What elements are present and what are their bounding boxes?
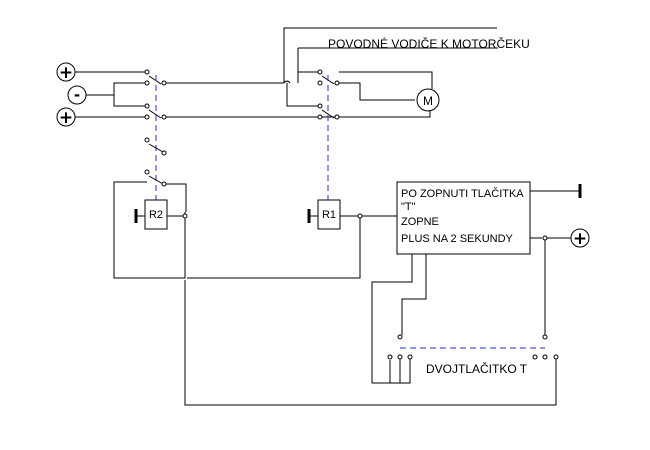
motor-wires-label: POVODNÉ VODIČE K MOTORČEKU [328,36,530,51]
r1-node [357,213,363,219]
timer-text-line-4: PLUS NA 2 SEKUNDY [401,233,514,245]
wire-timer-to-button-a [401,254,427,335]
timer-text-line-1: PO ZOPNUTI TLAČITKA [401,187,524,200]
r2-contact-group [144,69,167,120]
button-left-wires [372,359,411,384]
terminal-plus-top: + [56,62,76,83]
original-wire-2-branch [297,48,320,83]
double-button-t [387,334,559,360]
terminal-plus-right: + [570,228,590,249]
wire-r2-self-hold [113,181,186,279]
original-wire-1 [283,27,497,83]
relay-r1: R1 [317,199,341,230]
terminal-plus-bottom-label: + [59,108,73,128]
terminal-minus: - [67,85,87,105]
wire-r1-to-motor-bottom [339,110,431,118]
motor: M [416,88,440,112]
wire-timer-to-button-b [371,254,413,384]
motor-label: M [423,94,433,108]
wire-button-return [184,280,557,406]
timer-text-line-3: ZOPNE [401,216,439,228]
wire-crossing-hop [283,80,291,84]
terminal-plus-right-label: + [573,229,587,249]
r2-aux-contacts [144,137,167,187]
wire-r1-return [187,218,361,279]
r2-node [182,213,188,219]
relay-r1-label: R1 [322,209,336,221]
relay-r2-label: R2 [149,209,163,221]
double-button-label: DVOJTLAČITKO T [426,361,528,376]
wire-to-r1-lower [286,83,318,107]
wire-r2-contact-to-coil [166,183,187,212]
timer-module: PO ZOPNUTI TLAČITKA "T" ZOPNE PLUS NA 2 … [396,181,531,255]
wire-r1-to-motor-top [339,82,415,101]
terminal-plus-bottom: + [56,107,76,128]
timer-plus-node [542,235,548,241]
relay-r2: R2 [144,199,168,230]
terminal-plus-top-label: + [59,63,73,83]
timer-text-line-2: "T" [401,201,416,213]
terminal-minus-label: - [74,86,80,104]
wire-minus [86,82,145,107]
wire-motor-top [339,71,433,89]
